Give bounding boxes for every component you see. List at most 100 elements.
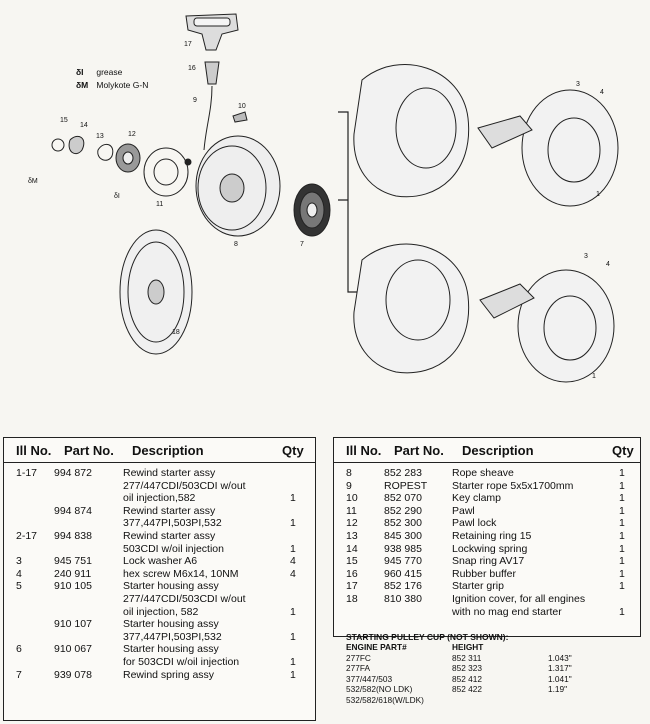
header-ill-no: Ill No. [16, 442, 52, 458]
cell-part-no: 939 078 [54, 668, 92, 681]
cell-ill-no: 1-17 [16, 467, 38, 479]
cell-ill-no: 15 [346, 555, 358, 568]
cell-ill-no: 13 [346, 529, 358, 542]
cell-part-no: 938 985 [384, 542, 422, 555]
cell-part-no: 240 911 [54, 567, 92, 580]
cell-qty: 1 [619, 580, 625, 593]
callout-18: 18 [172, 329, 180, 336]
pawl-lock-drawing [115, 143, 141, 173]
rope-sheave-drawing [195, 135, 281, 237]
pulley-engine: 532/582(NO LDK) [346, 684, 413, 694]
cell-ill-no: 4 [16, 567, 22, 580]
cell-qty: 1 [619, 517, 625, 530]
cell-qty: 1 [619, 542, 625, 555]
legend-item-grease: δI grease [76, 66, 148, 79]
key-clamp-drawing [232, 111, 248, 123]
pulley-title: STARTING PULLEY CUP (NOT SHOWN): [346, 632, 509, 642]
cell-ill-no: 10 [346, 492, 358, 505]
cell-part-no: 852 070 [384, 492, 422, 505]
cell-description: Starter housing assy [123, 580, 219, 593]
cell-ill-no: 18 [346, 592, 358, 605]
cell-description: Lock washer A6 [123, 555, 198, 568]
starter-rope-drawing [203, 85, 213, 151]
callout-10: 10 [238, 103, 246, 110]
snap-ring-drawing [51, 138, 65, 152]
starter-housing-upper-drawing [353, 64, 470, 198]
cell-ill-no: 16 [346, 567, 358, 580]
pulley-header-height: HEIGHT [452, 642, 484, 652]
header-description: Description [132, 442, 204, 458]
ignition-cover-drawing [119, 229, 193, 355]
callout-7: 7 [300, 241, 304, 248]
pulley-header: ENGINE PART# HEIGHT [346, 642, 508, 653]
cell-qty: 1 [619, 555, 625, 568]
starter-assembly-lower-drawing [479, 269, 615, 383]
starting-pulley-cup-note: STARTING PULLEY CUP (NOT SHOWN): ENGINE … [346, 632, 572, 705]
table-row: 277/447CDI/503CDI w/out [4, 593, 315, 606]
lubricant-legend: δI grease δM Molykote G-N [76, 66, 148, 92]
cell-description: hex screw M6x14, 10NM [123, 567, 239, 580]
cell-description: for 503CDI w/oil injection [123, 655, 240, 668]
cell-description: 277/447CDI/503CDI w/out [123, 479, 246, 492]
table-header: Ill No. Part No. Description Qty [334, 438, 640, 463]
cell-ill-no: 8 [346, 467, 352, 479]
callout-molykote: δM [28, 178, 38, 185]
cell-description: with no mag end starter [452, 605, 562, 618]
cell-part-no: 852 300 [384, 517, 422, 530]
cell-description: Ignition cover, for all engines [452, 592, 586, 605]
pulley-part-no: 852 311 [452, 652, 482, 663]
exploded-parts-diagram: 17 16 9 10 15 14 13 12 11 8 7 18 3 4 1 3… [28, 13, 619, 383]
pulley-height: 1.041" [548, 673, 572, 684]
cell-description: Rewind starter assy [123, 529, 216, 542]
starter-housing-lower-drawing [353, 243, 470, 374]
pulley-part-no: 852 422 [452, 684, 482, 694]
cell-description: Rewind spring assy [123, 668, 215, 681]
cell-qty: 1 [619, 567, 625, 580]
cell-qty: 1 [619, 529, 625, 542]
cell-description: 377,447PI,503PI,532 [123, 630, 222, 643]
cell-qty: 4 [290, 567, 296, 580]
cell-description: Rubber buffer [452, 567, 517, 580]
cell-description: oil injection,582 [123, 492, 196, 505]
cell-ill-no: 7 [16, 668, 22, 681]
cell-part-no: 810 380 [384, 592, 422, 605]
cell-part-no: 852 283 [384, 467, 422, 479]
cell-part-no: 994 838 [54, 529, 92, 542]
callout-14: 14 [80, 122, 88, 129]
cell-description: Snap ring AV17 [452, 555, 525, 568]
callout-12: 12 [128, 131, 136, 138]
cell-description: Starter housing assy [123, 643, 219, 656]
cell-ill-no: 5 [16, 580, 22, 593]
header-ill-no: Ill No. [346, 442, 382, 458]
callout-8: 8 [234, 241, 238, 248]
pulley-header-engine: ENGINE PART# [346, 642, 407, 652]
cell-description: Pawl lock [452, 517, 497, 530]
pulley-engine: 532/582/618(W/LDK) [346, 694, 424, 705]
legend-text: Molykote G-N [96, 80, 149, 90]
callout-3-upper: 3 [576, 81, 580, 88]
cell-ill-no: 12 [346, 517, 358, 530]
cell-ill-no: 3 [16, 555, 22, 568]
callout-15: 15 [60, 117, 68, 124]
